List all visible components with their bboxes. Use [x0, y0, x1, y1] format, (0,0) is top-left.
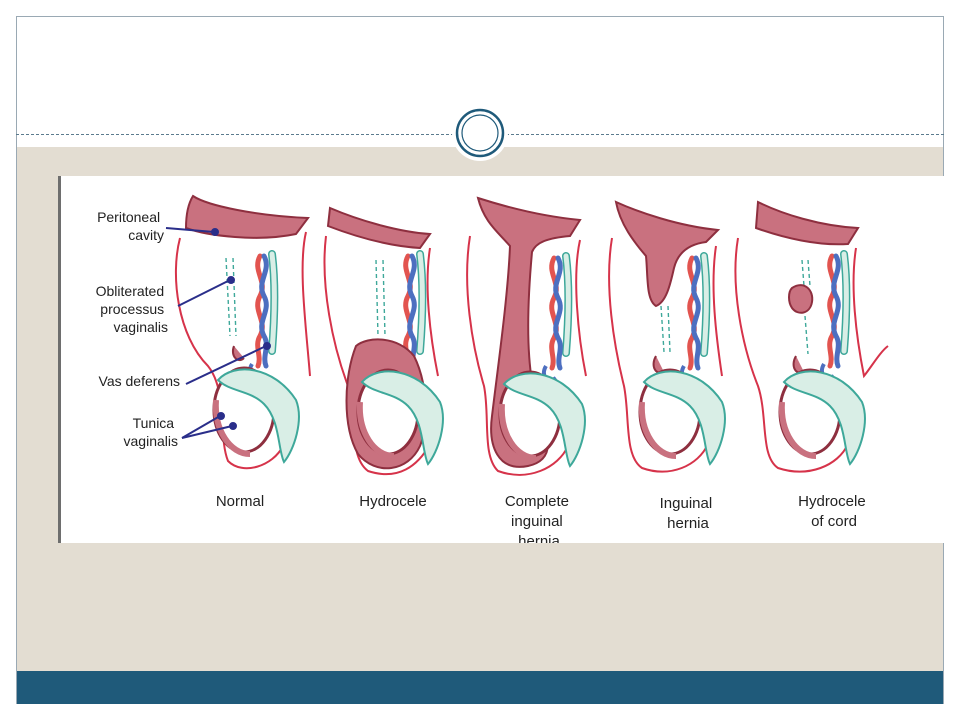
- label-obliterated-processus-vaginalis: Obliterated processus vaginalis: [96, 283, 168, 335]
- annotation-pointers: [165, 227, 271, 439]
- circle-ornament-icon: [452, 105, 508, 161]
- label-tunica-vaginalis: Tunica vaginalis: [124, 415, 178, 449]
- caption-complete-inguinal-hernia: Complete inguinal hernia: [505, 493, 573, 543]
- panel-hydrocele-of-cord: [734, 200, 889, 473]
- hydrocele-hernia-diagram: Peritoneal cavity Obliterated processus …: [96, 194, 889, 550]
- caption-hydrocele-of-cord: Hydrocele of cord: [798, 493, 870, 530]
- footer-bar: [17, 671, 943, 704]
- label-vas-deferens: Vas deferens: [99, 373, 180, 389]
- caption-normal: Normal: [216, 493, 264, 510]
- diagram-panel: Peritoneal cavity Obliterated processus …: [58, 176, 944, 550]
- panel-normal: [174, 194, 311, 470]
- panel-inguinal-hernia: [608, 200, 725, 473]
- caption-hydrocele: Hydrocele: [359, 493, 427, 510]
- panel-hydrocele: [323, 206, 443, 476]
- diagram-panel-edge: [58, 176, 61, 543]
- panel-complete-inguinal-hernia: [466, 196, 586, 476]
- caption-inguinal-hernia: Inguinal hernia: [660, 495, 717, 532]
- label-peritoneal-cavity: Peritoneal cavity: [97, 209, 164, 243]
